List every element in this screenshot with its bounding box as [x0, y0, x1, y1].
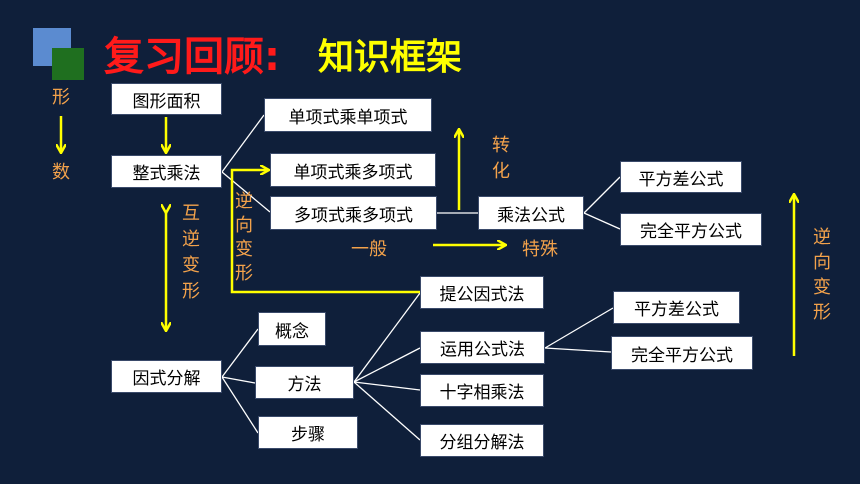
label-inverse-a1: 逆	[235, 191, 253, 212]
node-mono-mono: 单项式乘单项式	[264, 98, 432, 132]
node-use-formula: 运用公式法	[420, 331, 545, 364]
label-inverse-b1: 逆	[813, 227, 831, 248]
label-mutual-4: 形	[182, 281, 200, 302]
node-perfect-square-2: 完全平方公式	[611, 336, 753, 370]
node-steps: 步骤	[258, 416, 358, 449]
label-mutual-2: 逆	[182, 229, 200, 250]
label-transform-1: 转	[492, 135, 510, 156]
node-mono-poly: 单项式乘多项式	[270, 153, 436, 187]
label-mutual-3: 变	[182, 255, 200, 276]
node-multiplication-formula: 乘法公式	[478, 196, 584, 230]
label-inverse-a4: 形	[235, 263, 253, 284]
label-inverse-b4: 形	[813, 302, 831, 323]
label-number: 数	[52, 162, 70, 183]
node-grouping: 分组分解法	[420, 424, 544, 457]
label-mutual-1: 互	[182, 203, 200, 224]
node-polynomial-multiplication: 整式乘法	[111, 155, 222, 188]
node-common-factor: 提公因式法	[420, 276, 544, 309]
node-area: 图形面积	[111, 83, 222, 115]
node-difference-of-squares-1: 平方差公式	[620, 161, 742, 193]
title-red: 复习回顾:	[104, 34, 280, 80]
title-yellow: 知识框架	[318, 37, 463, 78]
node-concept: 概念	[258, 312, 326, 346]
logo-square-green	[52, 48, 84, 80]
label-transform-2: 化	[492, 161, 510, 182]
label-inverse-b2: 向	[813, 252, 831, 273]
node-poly-poly: 多项式乘多项式	[270, 196, 437, 230]
node-cross-multiplication: 十字相乘法	[420, 374, 544, 407]
node-perfect-square-1: 完全平方公式	[620, 213, 762, 246]
label-inverse-b3: 变	[813, 277, 831, 298]
node-method: 方法	[255, 366, 354, 399]
label-special: 特殊	[522, 239, 558, 260]
label-inverse-a2: 向	[235, 215, 253, 236]
label-inverse-a3: 变	[235, 239, 253, 260]
label-shape: 形	[52, 87, 70, 108]
node-factoring: 因式分解	[111, 360, 222, 393]
node-difference-of-squares-2: 平方差公式	[613, 291, 740, 324]
label-general: 一般	[351, 239, 387, 260]
